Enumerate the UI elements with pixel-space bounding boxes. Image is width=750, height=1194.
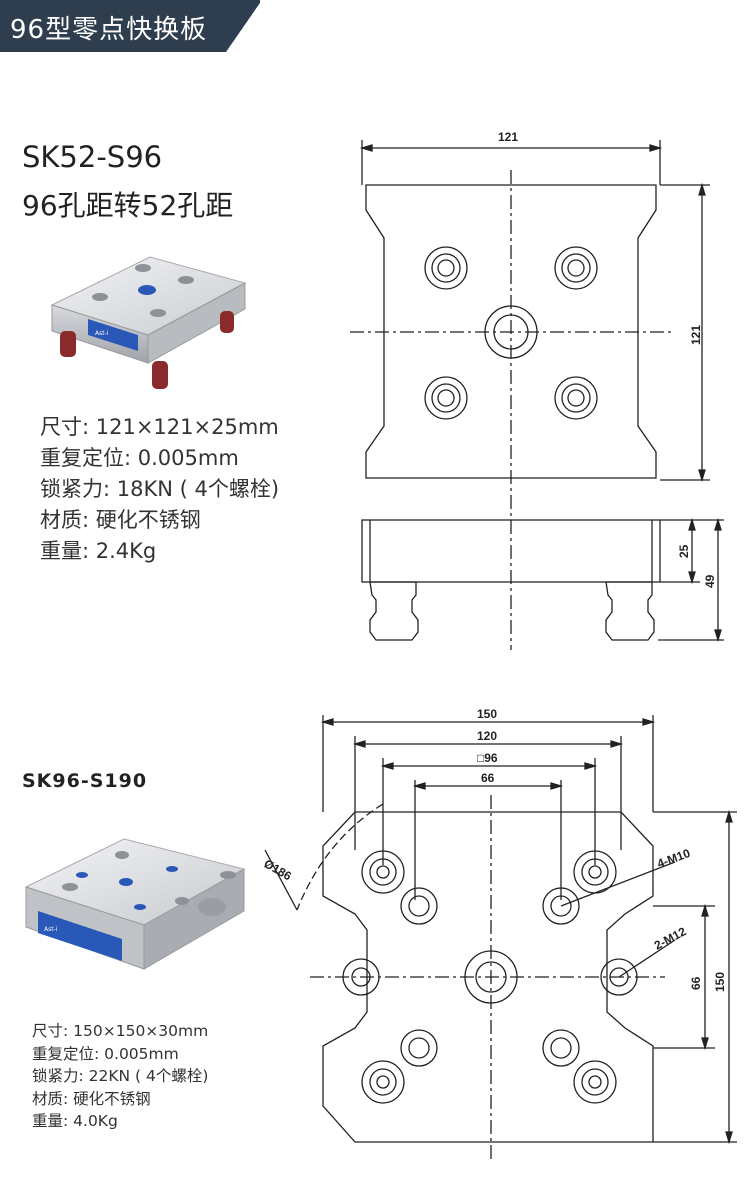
product2-spec-material: 材质: 硬化不锈钢 <box>32 1089 151 1108</box>
p2-dim-66: 66 <box>481 771 495 785</box>
p1-dim-thickness: 25 <box>677 544 691 558</box>
banner-shape <box>0 0 260 52</box>
p2-dim-120: 120 <box>477 729 497 743</box>
p2-dim-v150: 150 <box>713 972 727 992</box>
product1-photo-label: Ast-i <box>95 330 109 337</box>
p2-dim-150: 150 <box>477 707 497 721</box>
p2-dim-m12: 2-M12 <box>652 924 689 952</box>
product1-drawing: 121 121 25 49 <box>350 130 724 650</box>
p2-dim-m10: 4-M10 <box>655 846 692 871</box>
product1-model: SK52-S96 <box>22 140 163 174</box>
product2-photo: Ast-i <box>24 838 246 970</box>
product2-model: SK96-S190 <box>22 770 148 792</box>
header-banner: 96型零点快换板 <box>0 0 260 52</box>
p2-dim-diameter: Ø186 <box>262 856 295 883</box>
p2-dim-96: □96 <box>477 751 498 765</box>
p1-dim-width: 121 <box>498 130 518 144</box>
product2-spec-size: 尺寸: 150×150×30mm <box>32 1022 209 1040</box>
product2-spec-precision: 重复定位: 0.005mm <box>32 1044 179 1063</box>
p1-dim-total: 49 <box>703 574 717 588</box>
product2-drawing: 150 120 □96 66 Ø186 4-M10 2-M12 66 <box>262 707 737 1160</box>
product1-photo: Ast-i <box>50 256 247 389</box>
product1-spec-force: 锁紧力: 18KN ( 4个螺栓) <box>40 477 280 501</box>
product2-spec-force: 锁紧力: 22KN ( 4个螺栓) <box>32 1067 209 1085</box>
page-title: 96型零点快换板 <box>10 15 208 45</box>
p1-dim-height: 121 <box>689 325 703 345</box>
product1-specs: 尺寸: 121×121×25mm 重复定位: 0.005mm 锁紧力: 18KN… <box>40 412 279 567</box>
product1-spec-weight: 重量: 2.4Kg <box>40 539 157 563</box>
product1-spec-material: 材质: 硬化不锈钢 <box>40 508 201 532</box>
product2-spec-weight: 重量: 4.0Kg <box>32 1112 118 1130</box>
product1-spec-size: 尺寸: 121×121×25mm <box>40 415 279 439</box>
product2-photo-label: Ast-i <box>44 926 58 933</box>
product2-specs: 尺寸: 150×150×30mm 重复定位: 0.005mm 锁紧力: 22KN… <box>32 1020 208 1133</box>
p2-dim-v66: 66 <box>689 976 703 990</box>
product1-subtitle: 96孔距转52孔距 <box>22 189 234 222</box>
product1-spec-precision: 重复定位: 0.005mm <box>40 446 239 470</box>
